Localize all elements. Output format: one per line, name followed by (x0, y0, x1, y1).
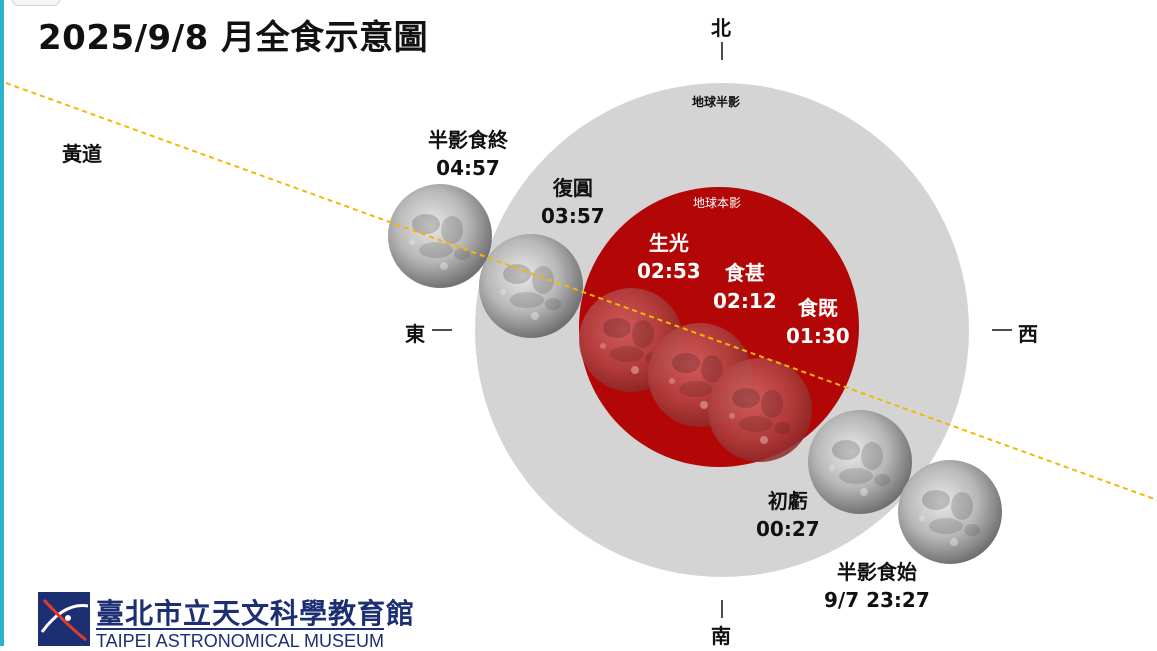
ecliptic-label: 黃道 (62, 142, 102, 166)
moon-total-begin (708, 358, 812, 462)
museum-name: 臺北市立天文科學教育館 (96, 597, 416, 630)
moon-partial-begin (808, 410, 912, 514)
east-label: 東 (405, 322, 425, 346)
museum-logo-icon (38, 592, 90, 646)
ecliptic-line (5, 82, 1157, 501)
left-accent-rule (0, 0, 4, 646)
moon-penumbral-begin (898, 460, 1002, 564)
penumbra-label: 地球半影 (692, 95, 741, 109)
moon-penumbral-end (388, 184, 492, 288)
north-label: 北 (711, 16, 731, 40)
page-title: 2025/9/8 月全食示意圖 (38, 18, 429, 58)
south-label: 南 (711, 624, 731, 648)
umbra-label: 地球本影 (693, 196, 742, 210)
museum-name-en: TAIPEI ASTRONOMICAL MUSEUM (96, 628, 385, 651)
moon-partial-end (479, 234, 583, 338)
west-label: 西 (1018, 322, 1038, 346)
